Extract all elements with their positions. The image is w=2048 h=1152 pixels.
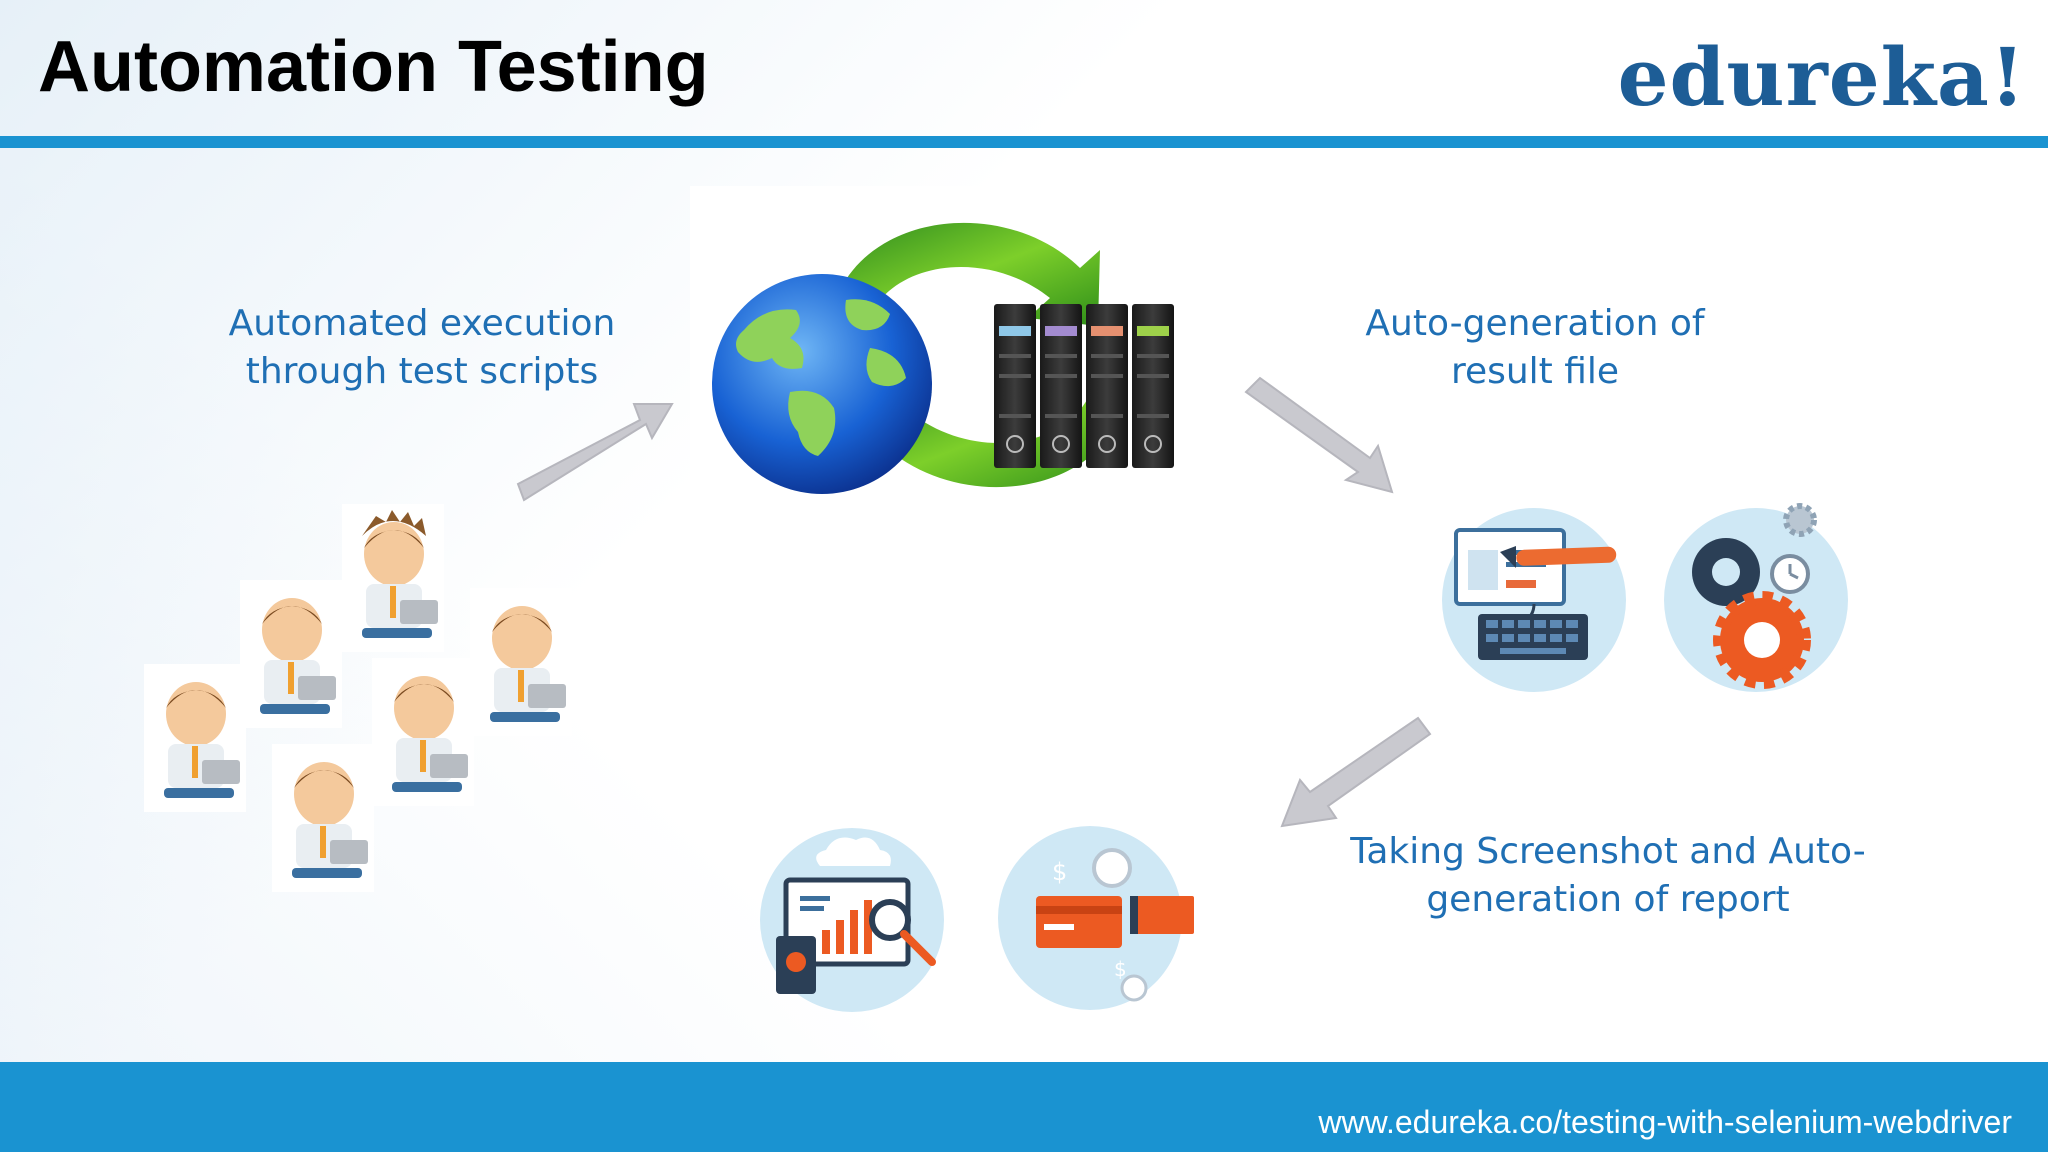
caption-result-file: Auto-generation of result file <box>1365 303 1705 392</box>
testers-group-icon <box>144 504 572 892</box>
keyboard-document-pen-icon <box>1442 508 1626 692</box>
edureka-logo: edureka! <box>1617 30 2026 124</box>
svg-text:$: $ <box>1114 957 1127 981</box>
header-divider <box>0 136 2048 148</box>
server-rack-icon <box>994 304 1174 468</box>
slide-title: Automation Testing <box>38 27 709 107</box>
analytics-magnifier-icon <box>760 828 944 1012</box>
footer-url: www.edureka.co/testing-with-selenium-web… <box>1318 1104 2012 1140</box>
caption-automated-execution: Automated execution through test scripts <box>228 303 616 392</box>
credit-card-payment-icon: $ $ <box>998 826 1194 1010</box>
footer-bar <box>0 1062 2048 1152</box>
diagram-graphics: $ $ <box>144 222 1848 1012</box>
gears-icon <box>1664 503 1848 692</box>
caption-screenshot-report: Taking Screenshot and Auto- generation o… <box>1350 831 1866 920</box>
arrow-to-report <box>1280 716 1432 828</box>
globe-icon <box>712 274 932 494</box>
arrow-to-execution <box>516 403 674 502</box>
arrow-to-result <box>1244 376 1394 494</box>
svg-text:$: $ <box>1052 858 1067 886</box>
